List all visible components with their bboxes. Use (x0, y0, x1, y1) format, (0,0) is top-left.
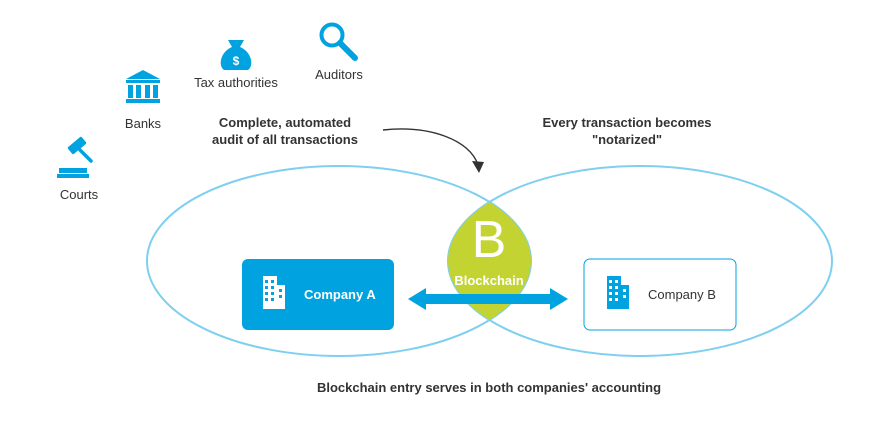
company-a-label: Company A (304, 287, 376, 302)
company-b-label: Company B (648, 287, 716, 302)
money-bag-icon: $ (220, 40, 252, 70)
diagram-caption: Blockchain entry serves in both companie… (317, 380, 661, 395)
tax-authorities-label: Tax authorities (194, 75, 278, 90)
audit-note-line2: audit of all transactions (212, 132, 358, 147)
magnifier-icon (319, 22, 358, 61)
audit-note-line1: Complete, automated (219, 115, 351, 130)
courts-label: Courts (60, 187, 99, 202)
office-building-icon (263, 276, 285, 309)
office-building-icon (607, 276, 629, 309)
svg-text:$: $ (233, 54, 240, 68)
double-arrow (408, 288, 568, 310)
notarized-note-line2: "notarized" (592, 132, 662, 147)
bank-icon (126, 70, 160, 103)
gavel-icon (57, 136, 93, 178)
auditors-label: Auditors (315, 67, 363, 82)
company-a-box (242, 259, 394, 330)
blockchain-label: Blockchain (454, 273, 523, 288)
company-b-box (583, 258, 737, 331)
blockchain-letter: B (472, 211, 507, 269)
banks-label: Banks (125, 116, 162, 131)
audit-arrow (382, 128, 479, 166)
audit-arrow-head (472, 161, 484, 173)
notarized-note-line1: Every transaction becomes (542, 115, 711, 130)
